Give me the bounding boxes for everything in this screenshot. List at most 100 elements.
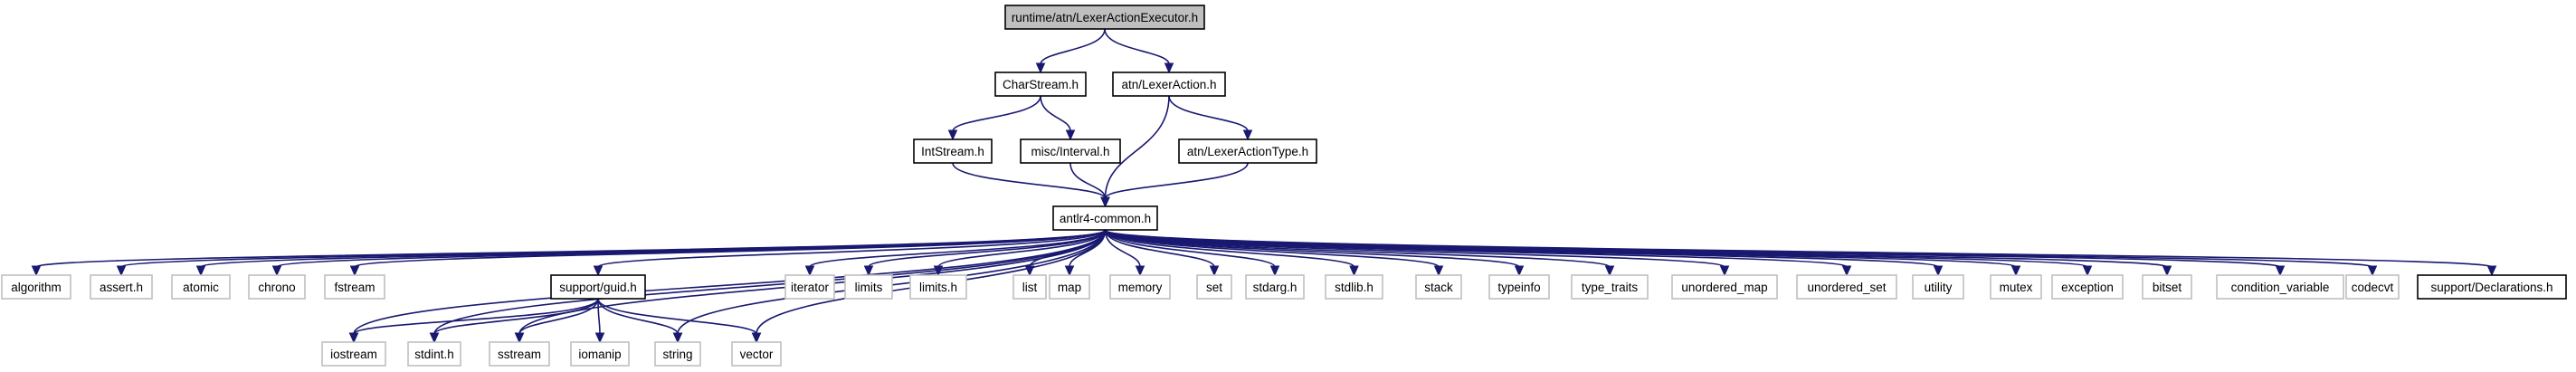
edge-root-to-lexeraction (1104, 28, 1174, 74)
node-intstream[interactable]: IntStream.h (913, 138, 993, 164)
edge-common-to-iterator (804, 229, 1107, 277)
edge-common-to-set (1104, 229, 1220, 277)
node-charstream[interactable]: CharStream.h (994, 72, 1087, 97)
edge-line (1104, 162, 1249, 199)
node-box (1912, 274, 1964, 300)
arrowhead (672, 332, 683, 344)
node-vector: vector (731, 341, 782, 367)
node-box (1245, 274, 1305, 300)
edge-common-to-memory (1104, 229, 1145, 277)
arrowhead (2275, 265, 2286, 277)
arrowhead (271, 265, 282, 277)
arrowhead (348, 332, 359, 344)
node-label: limits (855, 281, 883, 294)
edge-line (1104, 229, 1520, 268)
node-mutex: mutex (1990, 274, 2042, 300)
edge-line (35, 229, 1107, 268)
edge-guid-to-iostream (348, 298, 599, 344)
node-box (1990, 274, 2042, 300)
arrowhead (1164, 62, 1174, 74)
arrowhead (1604, 265, 1615, 277)
node-lexeraction[interactable]: atn/LexerAction.h (1112, 72, 1226, 97)
edge-line (597, 229, 1107, 268)
node-label: stdint.h (414, 348, 454, 361)
arrowhead (1242, 129, 1253, 141)
arrowhead (1349, 265, 1359, 277)
edge-guid-to-string (597, 298, 683, 344)
node-label: stdlib.h (1335, 281, 1374, 294)
arrowhead (1719, 265, 1730, 277)
arrowhead (947, 129, 958, 141)
node-box (844, 274, 893, 300)
node-label: sstream (498, 348, 541, 361)
node-label: stdarg.h (1253, 281, 1298, 294)
arrowhead (2162, 265, 2172, 277)
arrowhead (1933, 265, 1944, 277)
node-exception: exception (2051, 274, 2124, 300)
node-box (1571, 274, 1649, 300)
node-interval[interactable]: misc/Interval.h (1020, 138, 1121, 164)
node-label: unordered_map (1681, 281, 1767, 294)
node-bitset: bitset (2142, 274, 2192, 300)
node-box (913, 138, 993, 164)
node-box (1012, 274, 1047, 300)
node-stdlib: stdlib.h (1325, 274, 1383, 300)
arrowhead (2367, 265, 2378, 277)
node-label: iomanip (578, 348, 621, 361)
node-unordered-map: unordered_map (1671, 274, 1778, 300)
node-lexeractiontype[interactable]: atn/LexerActionType.h (1178, 138, 1317, 164)
node-label: support/Declarations.h (2430, 281, 2552, 294)
node-label: vector (740, 348, 774, 361)
node-box (570, 341, 630, 367)
node-box (994, 72, 1087, 97)
node-memory: memory (1109, 274, 1171, 300)
edge-line (1168, 95, 1249, 132)
node-box (1415, 274, 1462, 300)
node-label: iterator (791, 281, 830, 294)
arrowhead (1209, 265, 1220, 277)
node-label: atn/LexerActionType.h (1187, 145, 1308, 158)
edge-guid-to-sstream (514, 298, 599, 344)
node-iomanip: iomanip (570, 341, 630, 367)
node-iostream: iostream (321, 341, 386, 367)
node-iterator: iterator (784, 274, 835, 300)
arrowhead (1135, 265, 1145, 277)
node-box (1796, 274, 1897, 300)
node-guid[interactable]: support/guid.h (550, 274, 646, 300)
node-label: atn/LexerAction.h (1121, 78, 1216, 91)
arrowhead (2486, 265, 2497, 277)
node-box (90, 274, 153, 300)
edge-line (353, 298, 599, 335)
arrowhead (1433, 265, 1444, 277)
edge-line (1040, 95, 1071, 132)
node-label: atomic (183, 281, 219, 294)
node-declarations[interactable]: support/Declarations.h (2417, 274, 2567, 300)
node-label: set (1206, 281, 1222, 294)
edge-line (1104, 95, 1170, 199)
node-box (1004, 5, 1205, 30)
arrowhead (2082, 265, 2093, 277)
node-sstream: sstream (489, 341, 550, 367)
node-utility: utility (1912, 274, 1964, 300)
edges-layer (31, 28, 2497, 344)
node-label: list (1022, 281, 1038, 294)
node-common[interactable]: antlr4-common.h (1052, 205, 1158, 231)
node-limitsh: limits.h (909, 274, 967, 300)
edge-line (597, 298, 757, 335)
node-label: codecvt (2352, 281, 2394, 294)
node-label: typeinfo (1497, 281, 1540, 294)
edge-line (354, 229, 1107, 268)
node-root[interactable]: runtime/atn/LexerActionExecutor.h (1004, 5, 1205, 30)
node-list: list (1012, 274, 1047, 300)
node-stack: stack (1415, 274, 1462, 300)
edge-line (1104, 229, 1440, 268)
edge-guid-to-stdint (429, 298, 599, 344)
edge-line (1104, 229, 1141, 268)
node-string: string (654, 341, 701, 367)
node-type-traits: type_traits (1571, 274, 1649, 300)
node-box (2345, 274, 2400, 300)
arrowhead (349, 265, 360, 277)
node-box (909, 274, 967, 300)
edge-guid-to-vector (597, 298, 762, 344)
edge-line (1104, 229, 1215, 268)
